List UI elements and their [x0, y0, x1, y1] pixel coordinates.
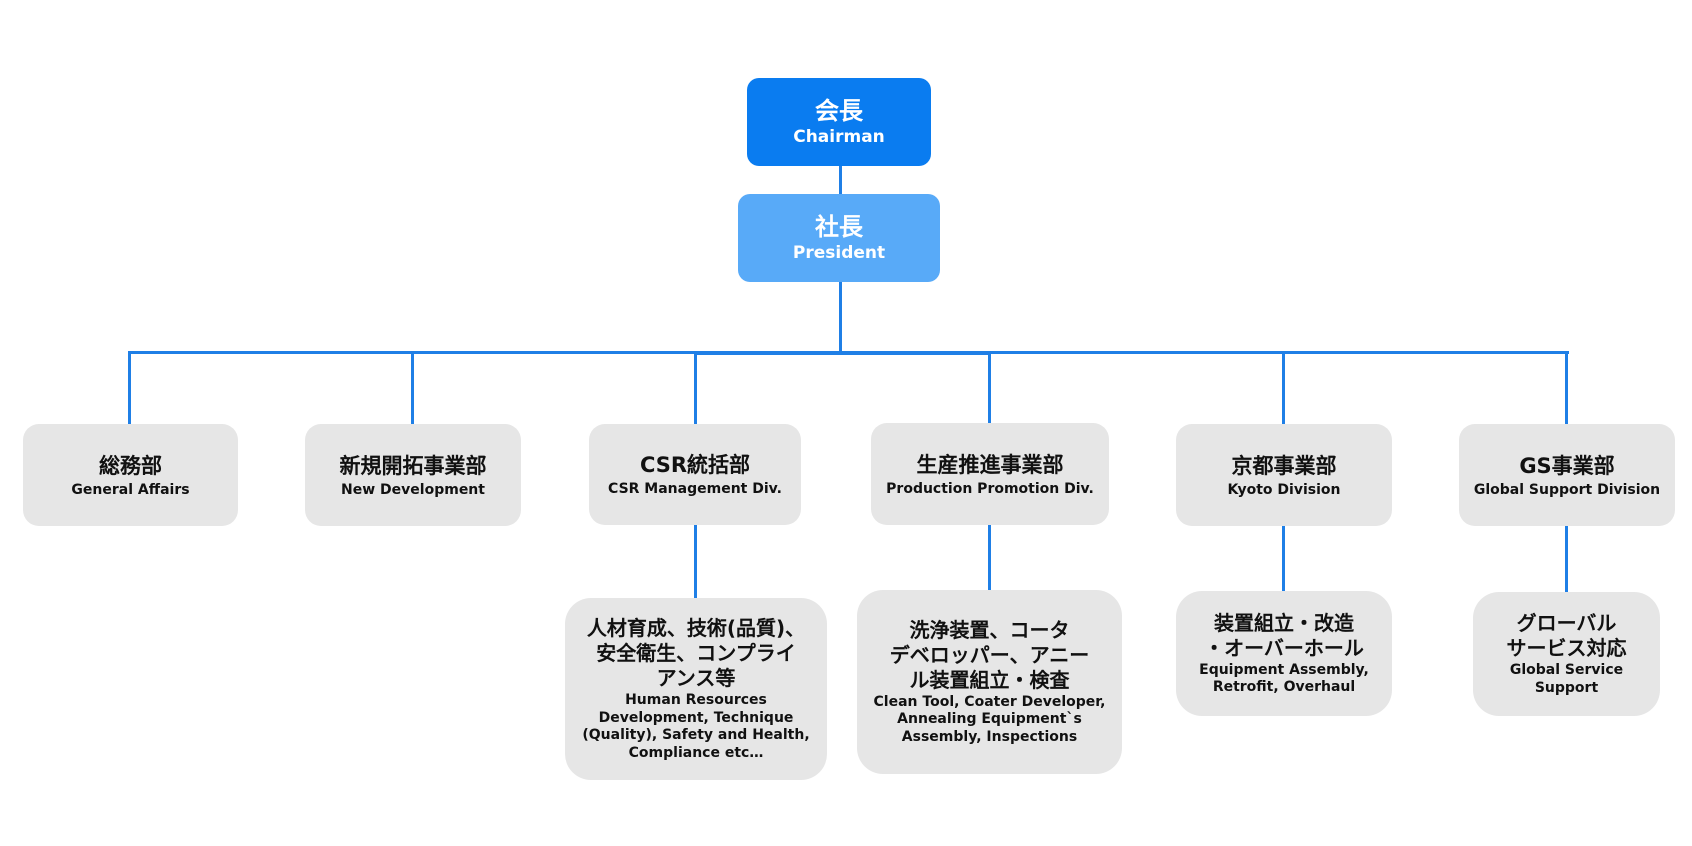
connector-dept-production	[988, 351, 991, 425]
dept-name-en: CSR Management Div.	[608, 481, 782, 497]
dept-general-affairs: 総務部 General Affairs	[23, 424, 238, 526]
dept-global-support: GS事業部 Global Support Division	[1459, 424, 1675, 526]
sub-unit-en: Human Resources Development, Technique (…	[582, 692, 810, 761]
dept-kyoto-division: 京都事業部 Kyoto Division	[1176, 424, 1392, 526]
chairman-box: 会長 Chairman	[747, 78, 931, 166]
dept-name-jp: CSR統括部	[639, 453, 751, 477]
dept-new-development: 新規開拓事業部 New Development	[305, 424, 521, 526]
dept-name-jp: 新規開拓事業部	[339, 453, 487, 478]
dept-name-jp: 総務部	[99, 453, 162, 478]
sub-unit-kyoto: 装置組立・改造 ・オーバーホール Equipment Assembly, Ret…	[1176, 591, 1392, 716]
president-title-en: President	[792, 243, 886, 263]
dept-name-en: Production Promotion Div.	[886, 480, 1094, 497]
sub-unit-csr: 人材育成、技術(品質)、 安全衛生、コンプライ アンス等 Human Resou…	[565, 598, 827, 780]
connector-horizontal-bus	[128, 351, 1569, 354]
president-title-jp: 社長	[815, 213, 863, 241]
connector-sub-csr	[694, 525, 697, 598]
connector-president-trunk	[839, 282, 842, 353]
sub-unit-jp: 洗浄装置、コータ デベロッパー、アニー ル装置組立・検査	[889, 617, 1090, 692]
dept-name-jp: 生産推進事業部	[916, 452, 1064, 477]
connector-dept-kyoto	[1282, 351, 1285, 425]
sub-unit-jp: 人材育成、技術(品質)、 安全衛生、コンプライ アンス等	[586, 616, 806, 690]
sub-unit-gs: グローバル サービス対応 Global Service Support	[1473, 592, 1660, 716]
sub-unit-en: Clean Tool, Coater Developer, Annealing …	[873, 693, 1106, 745]
connector-dept-new-development	[411, 351, 414, 425]
sub-unit-production: 洗浄装置、コータ デベロッパー、アニー ル装置組立・検査 Clean Tool,…	[857, 590, 1122, 774]
connector-dept-gs	[1565, 351, 1568, 425]
dept-name-en: New Development	[341, 481, 485, 498]
dept-name-en: General Affairs	[71, 481, 190, 498]
dept-csr-management: CSR統括部 CSR Management Div.	[589, 424, 801, 525]
sub-unit-en: Equipment Assembly, Retrofit, Overhaul	[1199, 661, 1369, 696]
connector-sub-kyoto	[1282, 526, 1285, 592]
connector-dept-csr	[694, 351, 697, 425]
dept-name-en: Global Support Division	[1473, 481, 1661, 498]
dept-name-jp: GS事業部	[1519, 453, 1615, 478]
dept-name-jp: 京都事業部	[1231, 453, 1337, 478]
sub-unit-jp: グローバル サービス対応	[1506, 611, 1627, 660]
chairman-title-en: Chairman	[793, 127, 885, 147]
dept-production-promotion: 生産推進事業部 Production Promotion Div.	[871, 423, 1109, 525]
connector-bus-bracket	[694, 353, 990, 355]
sub-unit-jp: 装置組立・改造 ・オーバーホール	[1204, 610, 1364, 660]
connector-sub-gs	[1565, 526, 1568, 592]
chairman-title-jp: 会長	[815, 97, 863, 125]
connector-sub-production	[988, 524, 991, 591]
dept-name-en: Kyoto Division	[1227, 481, 1341, 498]
connector-chairman-president	[839, 165, 842, 195]
connector-dept-general-affairs	[128, 351, 131, 425]
sub-unit-en: Global Service Support	[1509, 662, 1624, 696]
president-box: 社長 President	[738, 194, 940, 282]
